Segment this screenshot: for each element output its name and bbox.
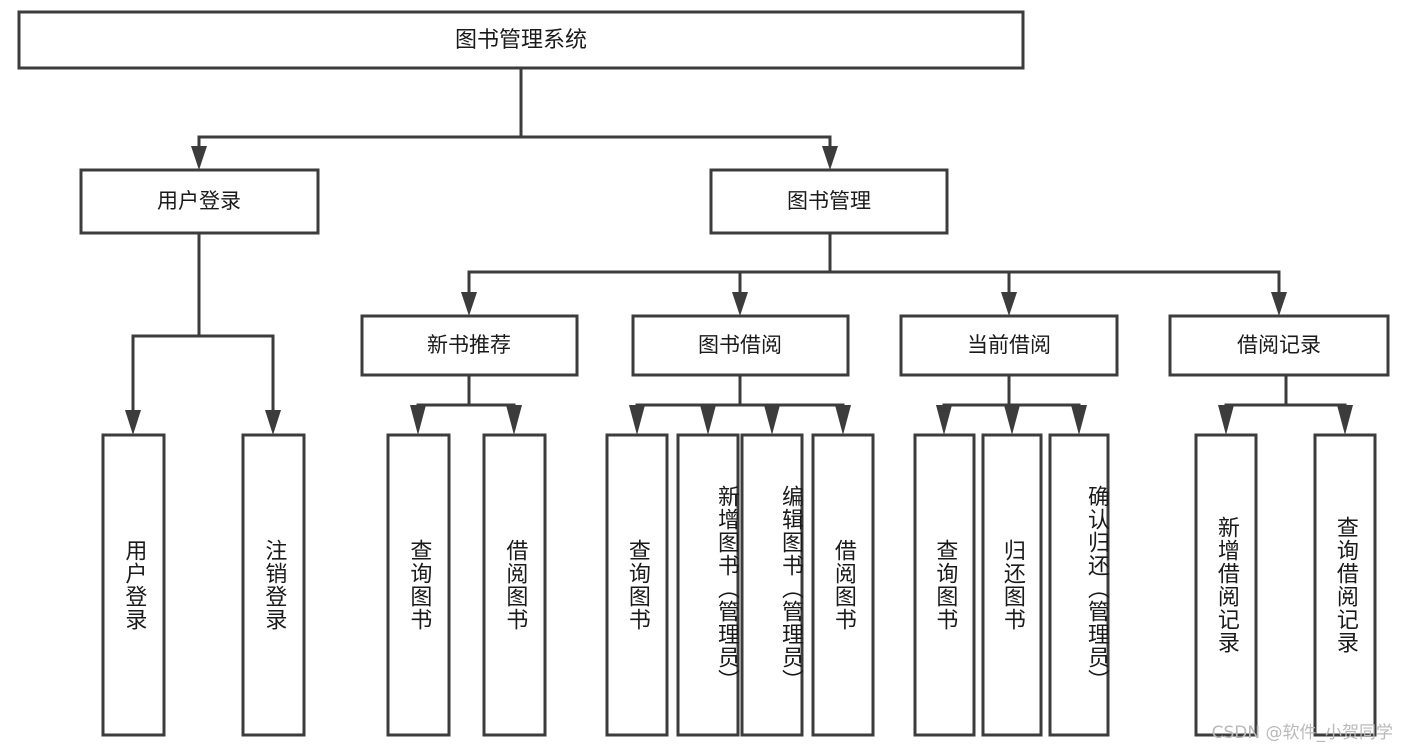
node-current-borrow-label: 当前借阅 <box>967 333 1051 357</box>
arrow-head-new-book-recommend <box>461 292 477 316</box>
node-new-book-recommend-box[interactable] <box>360 314 579 377</box>
connectors <box>125 66 1353 435</box>
node-user-login-box[interactable] <box>79 168 320 235</box>
node-leaf-confirm-return-box[interactable] <box>1048 433 1110 737</box>
arrow-head-leaf-query-book-recommend <box>410 405 426 435</box>
node-book-manage[interactable]: 图书管理 <box>709 168 949 235</box>
arrow-head-leaf-logout <box>265 410 281 435</box>
node-leaf-query-book-current-box[interactable] <box>913 433 976 737</box>
arrow-head-leaf-edit-book <box>764 405 780 435</box>
node-borrow-record[interactable]: 借阅记录 <box>1168 314 1390 377</box>
node-leaf-add-borrow-record-box[interactable] <box>1194 433 1258 737</box>
node-user-login[interactable]: 用户登录 <box>79 168 320 235</box>
node-leaf-borrow-book-recommend-box[interactable] <box>482 433 547 737</box>
node-new-book-recommend[interactable]: 新书推荐 <box>360 314 579 377</box>
arrow-head-borrow-record <box>1271 292 1287 316</box>
node-book-borrow-label: 图书借阅 <box>698 333 782 357</box>
node-new-book-recommend-label: 新书推荐 <box>427 333 511 357</box>
arrow-head-leaf-add-book <box>700 405 716 435</box>
leaf-boxes <box>101 433 1377 737</box>
arrow-head-leaf-borrow-book-recommend <box>506 405 522 435</box>
node-book-manage-box[interactable] <box>709 168 949 235</box>
node-leaf-add-book-box[interactable] <box>676 433 740 737</box>
arrow-head-current-borrow <box>1001 292 1017 316</box>
node-leaf-edit-book-box[interactable] <box>740 433 804 737</box>
node-root-label: 图书管理系统 <box>455 28 587 53</box>
node-borrow-record-box[interactable] <box>1168 314 1390 377</box>
arrow-head-leaf-borrow-book <box>835 405 851 435</box>
arrow-head-leaf-query-borrow-record <box>1337 405 1353 435</box>
node-book-borrow[interactable]: 图书借阅 <box>631 314 850 377</box>
arrow-head-leaf-confirm-return <box>1071 405 1087 435</box>
arrow-head-leaf-user-login <box>125 410 141 435</box>
csdn-watermark: CSDN @软件_小贺同学 <box>1211 723 1393 743</box>
node-user-login-label: 用户登录 <box>157 189 241 213</box>
node-leaf-query-book-borrow-box[interactable] <box>605 433 669 737</box>
node-borrow-record-label: 借阅记录 <box>1237 333 1321 357</box>
arrow-head-book-manage <box>822 146 838 170</box>
node-current-borrow-box[interactable] <box>899 314 1119 377</box>
node-book-borrow-box[interactable] <box>631 314 850 377</box>
node-leaf-borrow-book-box[interactable] <box>811 433 875 737</box>
arrow-head-leaf-add-borrow-record <box>1218 405 1234 435</box>
arrow-head-book-borrow <box>732 292 748 316</box>
arrow-head-user-login <box>191 146 207 170</box>
node-leaf-user-login-box[interactable] <box>101 433 166 737</box>
arrow-head-leaf-return-book <box>1004 405 1020 435</box>
node-leaf-query-book-recommend-box[interactable] <box>386 433 451 737</box>
arrow-head-leaf-query-book-current <box>936 405 952 435</box>
node-leaf-logout-box[interactable] <box>241 433 306 737</box>
arrow-head-leaf-query-book-borrow <box>629 405 645 435</box>
node-leaf-return-book-box[interactable] <box>981 433 1043 737</box>
node-root-box[interactable] <box>17 10 1025 70</box>
node-leaf-query-borrow-record-box[interactable] <box>1313 433 1377 737</box>
node-root[interactable]: 图书管理系统 <box>17 10 1025 70</box>
node-book-manage-label: 图书管理 <box>787 189 871 213</box>
node-current-borrow[interactable]: 当前借阅 <box>899 314 1119 377</box>
